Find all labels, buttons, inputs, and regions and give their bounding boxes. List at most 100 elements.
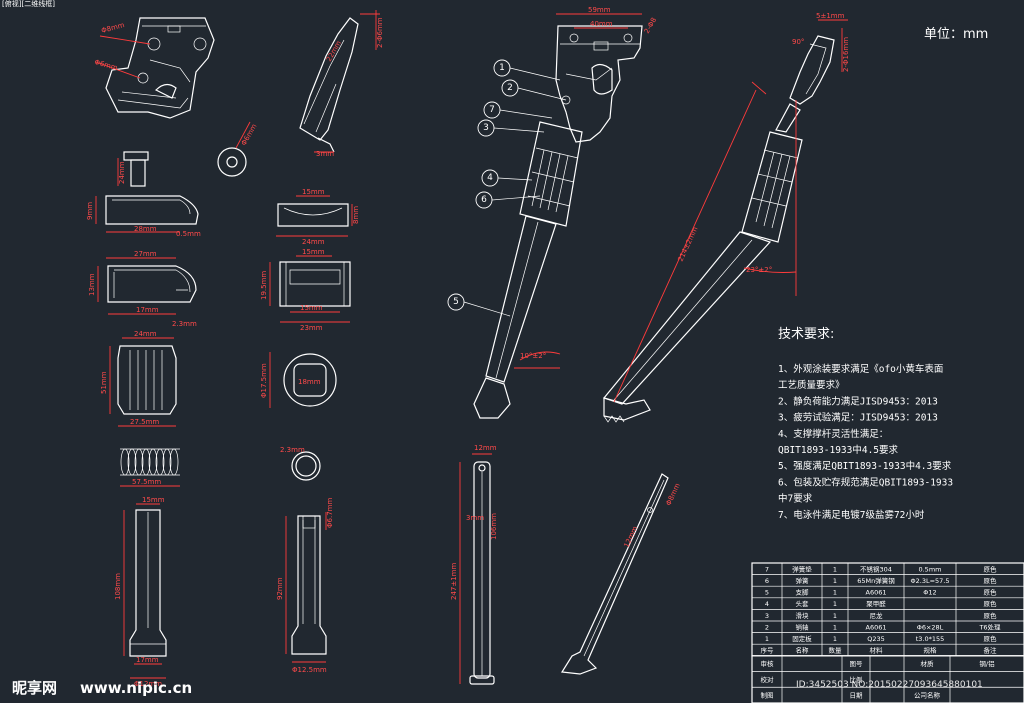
bom-cell: t3.0*155 [916,635,945,643]
bom-cell: 材料 [870,646,884,655]
dim-text: Φ12.5mm [292,666,327,674]
dim-text: Φ8mm [665,482,682,507]
balloon-label: 3 [483,123,489,133]
bom-cell: 序号 [761,646,775,655]
balloon-label: 2 [507,83,513,93]
requirement-line: 4、支撑撑杆灵活性满足： [778,428,888,440]
dim-text: 57.5mm [132,478,161,486]
dim-text: 214±2mm [677,225,700,262]
requirement-line: 中7要求 [778,493,813,505]
axle-pin-part [291,515,327,655]
balloon-5 [447,293,465,311]
dim-text: 27.5mm [130,418,159,426]
bom-cell: 规格 [924,646,938,655]
bom-cell: Φ6×28L [917,623,944,631]
bom-cell: 5 [765,589,769,597]
dim-text: 18mm [298,378,321,386]
bom-cell: 尼龙 [870,611,884,620]
sleeve-ring-part [283,353,337,407]
bom-cell: 原色 [984,599,998,608]
kickstand-assembly-side [602,35,835,423]
dim-text: 24mm [134,330,157,338]
bom-cell: 不锈钢304 [860,564,892,573]
dim-text: 3mm [466,514,484,522]
bom-cell: 1 [833,577,837,585]
grooved-sleeve-part [117,345,177,415]
bom-cell: 1 [765,635,769,643]
bom-cell: 滑块 [796,611,810,620]
title-block-cell: 公司名称 [914,691,941,700]
bom-cell: 弹簧 [796,576,810,585]
bom-cell: Q235 [867,635,885,643]
dim-text: 106mm [490,513,498,540]
dim-text: 22mm [325,39,343,63]
bom-cell: 原色 [984,588,998,597]
bom-cell: 备注 [984,646,998,655]
dim-text: 23°±2° [746,266,772,274]
bom-cell: 弹簧垫 [792,564,812,573]
slider-front-part [277,203,349,227]
viewport-header: [俯视][二维线框] [2,0,55,8]
dim-text: Φ6mm [240,122,259,147]
requirement-line: QBIT1893-1933中4.5要求 [778,444,899,456]
bom-cell: 原色 [984,564,998,573]
balloon-label: 1 [499,63,505,73]
bom-cell: 支脚 [796,588,810,597]
kickstand-assembly-front [473,25,643,419]
dim-text: 2-Φ6mm [376,17,384,48]
dim-text: 24mm [118,161,126,184]
bom-cell: 1 [833,589,837,597]
dim-text: 27mm [134,250,157,258]
balloon-label: 4 [487,173,493,183]
title-block-cell: 比例 [850,675,863,684]
title-block-cell: 图号 [850,660,864,668]
head-cover-side-part [105,195,199,225]
bom-cell: 固定板 [792,634,812,643]
dim-text: 28mm [134,225,157,233]
balloon-7 [483,101,501,119]
dim-text: 13mm [88,273,96,296]
requirement-line: 工艺质量要求》 [778,379,845,391]
dim-text: 8mm [352,206,360,224]
slider-top-part [279,261,351,307]
bom-cell: 销轴 [796,622,810,631]
head-cover-top-part [107,265,197,303]
requirement-line: 5、强度满足QBIT1893-1933中4.3要求 [778,460,952,472]
title-block-cell: 钢/铝 [979,659,994,668]
requirement-line: 2、静负荷能力满足JISD9453：2013 [778,395,938,407]
bom-cell: 65Mn弹簧钢 [857,576,895,585]
watermark-url: www.nipic.cn [80,679,192,697]
watermark-brand: 昵享网 [12,679,57,697]
balloon-6 [475,191,493,209]
dim-text: 15mm [300,304,323,312]
bom-cell: 原色 [984,611,998,620]
bracket-part-3d [105,17,215,119]
dim-text: Φ12mm [134,680,162,688]
dim-text: Φ8mm [100,21,125,35]
bom-cell: 2 [765,623,769,631]
requirement-line: 7、电泳件满足电镀7级盐雾72小时 [778,509,925,521]
dim-text: 0.5mm [176,230,201,238]
dim-text: 90° [792,38,804,46]
bom-cell: 数量 [829,646,843,655]
bom-cell: 4 [765,600,769,608]
bom-cell: A6061 [866,589,887,597]
angled-rod-part [560,473,669,675]
bom-cell: 1 [833,635,837,643]
bom-cell: A6061 [866,623,887,631]
bom-cell: 原色 [984,576,998,585]
watermark: 昵享网 www.nipic.cn ID:3452503 NO:201502270… [12,679,983,697]
bom-cell: 1 [833,565,837,573]
bom-cell: Φ12 [923,589,936,597]
balloon-1 [493,59,511,77]
bom-cell: 1 [833,623,837,631]
requirements-title: 技术要求: [778,327,834,342]
dim-text: 24mm [302,238,325,246]
balloon-2 [501,79,519,97]
requirement-line: 6、包装及贮存规范满足QBIT1893-1933 [778,476,953,488]
dim-text: 17mm [136,306,159,314]
dim-text: 2.3mm [280,446,305,454]
dim-text: 5±1mm [816,12,845,20]
